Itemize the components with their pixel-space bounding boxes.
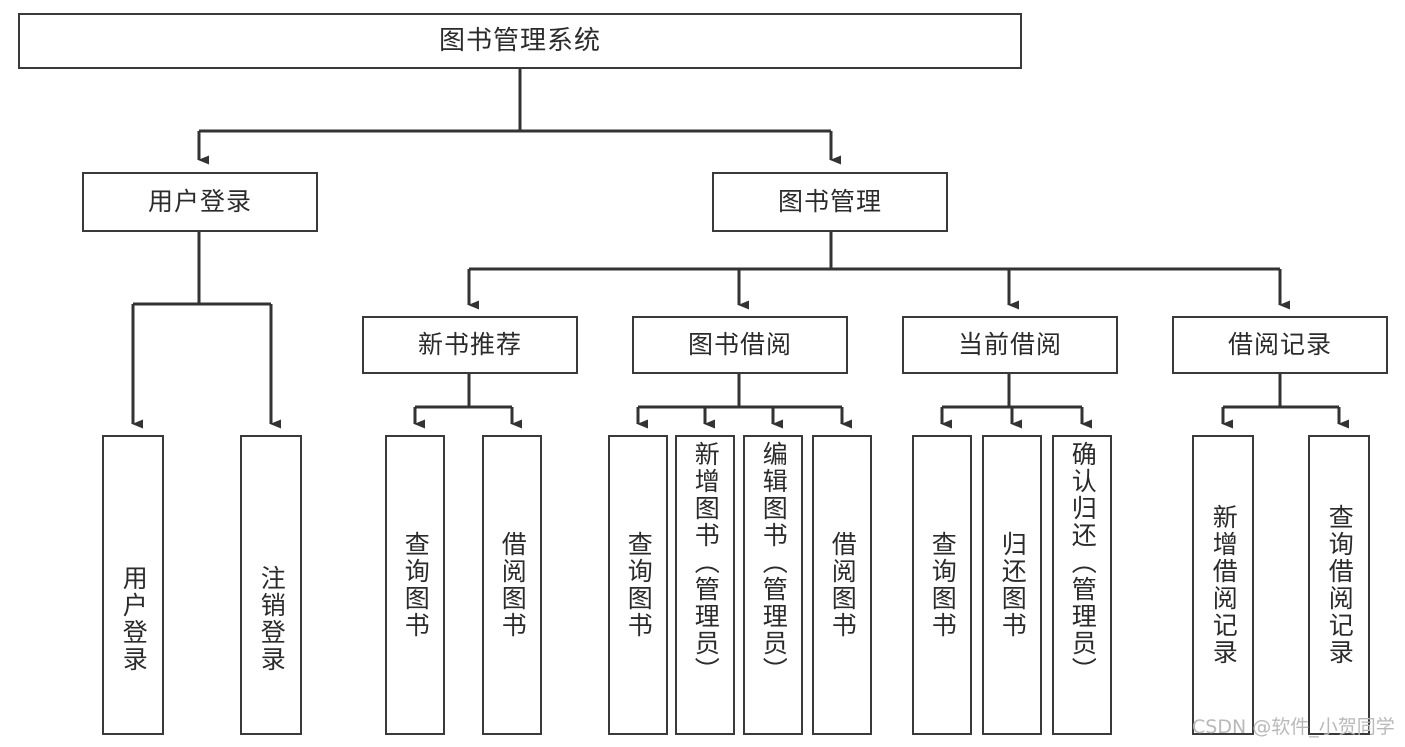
- csdn-watermark: CSDN @软件_小贺同学: [1192, 716, 1395, 738]
- node-current-borrow[interactable]: 当前借阅: [902, 316, 1118, 374]
- node-book-borrow[interactable]: 图书借阅: [632, 316, 848, 374]
- node-borrow-record[interactable]: 借阅记录: [1172, 316, 1388, 374]
- leaf-borrow-book-recommend[interactable]: 借阅图书: [482, 435, 542, 735]
- node-user-login[interactable]: 用户登录: [82, 172, 318, 232]
- leaf-query-borrow-record[interactable]: 查询借阅记录: [1308, 435, 1370, 735]
- leaf-query-book-current[interactable]: 查询图书: [912, 435, 972, 735]
- node-book-management-system[interactable]: 图书管理系统: [18, 13, 1022, 69]
- leaf-edit-book-admin[interactable]: 编辑图书（管理员）: [743, 435, 803, 735]
- leaf-confirm-return-admin[interactable]: 确认归还（管理员）: [1052, 435, 1112, 735]
- leaf-return-book[interactable]: 归还图书: [982, 435, 1042, 735]
- leaf-add-borrow-record[interactable]: 新增借阅记录: [1192, 435, 1254, 735]
- node-book-management[interactable]: 图书管理: [712, 172, 948, 232]
- leaf-logout[interactable]: 注销登录: [240, 435, 302, 735]
- node-new-book-recommend[interactable]: 新书推荐: [362, 316, 578, 374]
- leaf-query-book-recommend[interactable]: 查询图书: [385, 435, 445, 735]
- leaf-query-book-borrow[interactable]: 查询图书: [608, 435, 668, 735]
- leaf-borrow-book-borrow[interactable]: 借阅图书: [812, 435, 872, 735]
- leaf-user-login[interactable]: 用户登录: [102, 435, 164, 735]
- leaf-add-book-admin[interactable]: 新增图书（管理员）: [675, 435, 735, 735]
